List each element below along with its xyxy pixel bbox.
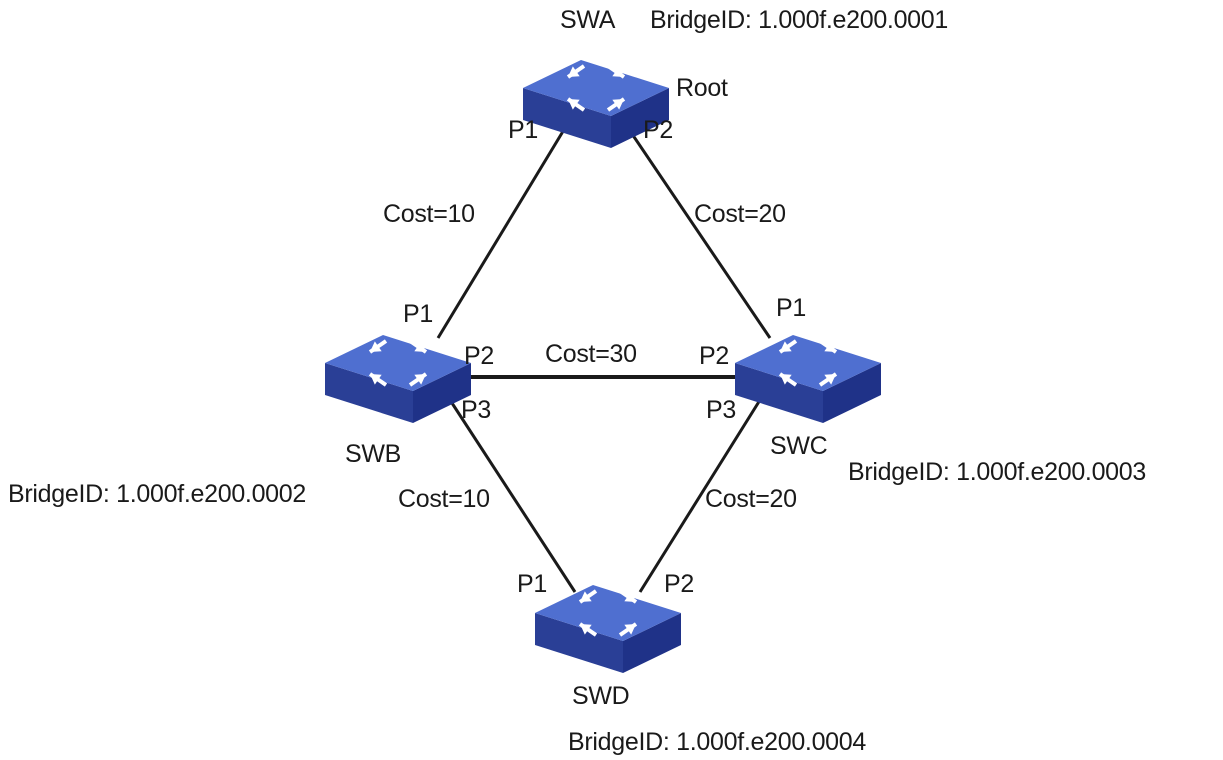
swb-bridge-id: BridgeID: 1.000f.e200.0002 <box>8 480 306 508</box>
switch-swc[interactable] <box>735 315 881 427</box>
port-label-swd-p2: P2 <box>664 570 694 598</box>
swa-root-label: Root <box>676 74 728 102</box>
cost-label-swa-swc: Cost=20 <box>694 200 786 228</box>
swc-bridge-id: BridgeID: 1.000f.e200.0003 <box>848 458 1146 486</box>
port-label-swc-p2: P2 <box>699 342 729 370</box>
cost-label-swa-swb: Cost=10 <box>383 200 475 228</box>
port-label-swd-p1: P1 <box>517 570 547 598</box>
port-label-swb-p1: P1 <box>403 300 433 328</box>
cost-label-swb-swd: Cost=10 <box>398 485 490 513</box>
port-label-swb-p2: P2 <box>464 342 494 370</box>
cost-label-swc-swd: Cost=20 <box>705 485 797 513</box>
switch-swb[interactable] <box>325 315 471 427</box>
switch-swd[interactable] <box>535 565 681 677</box>
switch-icon <box>535 585 681 673</box>
link-swc-swd <box>638 399 762 593</box>
port-label-swb-p3: P3 <box>461 396 491 424</box>
switch-icon <box>325 335 471 423</box>
link-swb-swd <box>448 399 577 593</box>
switch-icon <box>735 335 881 423</box>
swa-bridge-id: BridgeID: 1.000f.e200.0001 <box>650 6 948 34</box>
switch-icon <box>523 60 669 148</box>
port-label-swc-p1: P1 <box>776 294 806 322</box>
swb-name-label: SWB <box>345 440 402 468</box>
swd-bridge-id: BridgeID: 1.000f.e200.0004 <box>568 728 866 756</box>
port-label-swc-p3: P3 <box>706 396 736 424</box>
swa-name-label: SWA <box>560 6 616 34</box>
cost-label-swb-swc: Cost=30 <box>545 340 637 368</box>
swd-name-label: SWD <box>572 682 630 710</box>
port-label-swa-p1: P1 <box>508 116 538 144</box>
link-swa-swb <box>436 127 567 339</box>
port-label-swa-p2: P2 <box>643 116 673 144</box>
switch-swa[interactable] <box>523 40 669 152</box>
link-swa-swc <box>626 127 772 339</box>
swc-name-label: SWC <box>770 432 828 460</box>
